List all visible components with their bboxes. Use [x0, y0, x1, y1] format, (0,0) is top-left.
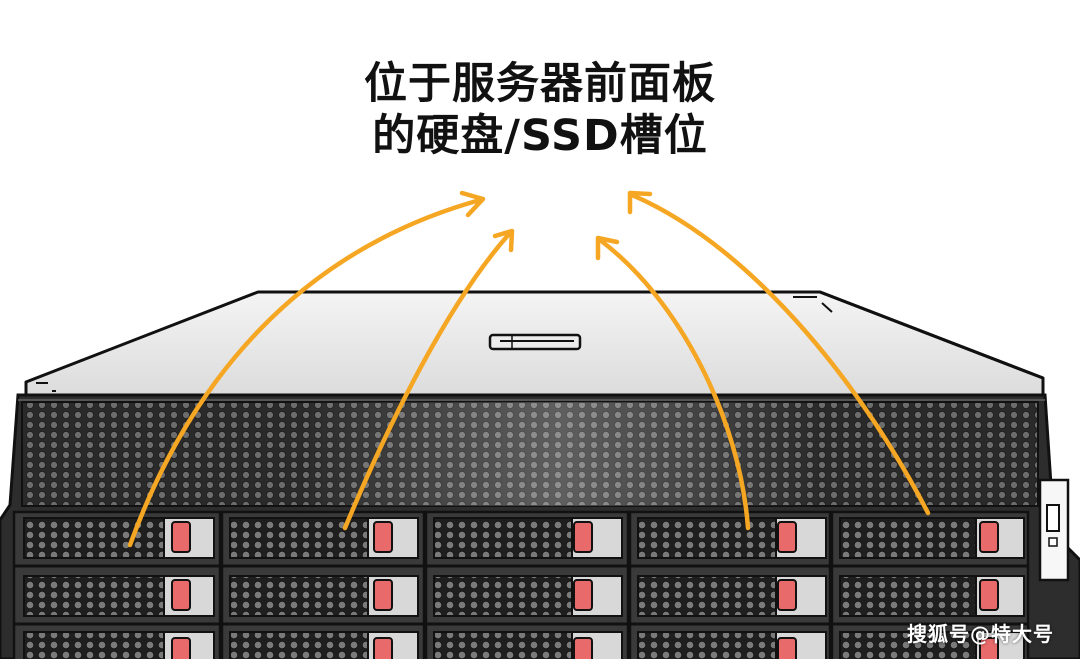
caption-line-2: 的硬盘/SSD槽位	[0, 110, 1080, 162]
caption-line-1: 位于服务器前面板	[0, 58, 1080, 110]
caption-title: 位于服务器前面板 的硬盘/SSD槽位	[0, 58, 1080, 162]
watermark: 搜狐号@特大号	[907, 618, 1054, 647]
drive-bay-column-4	[630, 512, 830, 659]
drive-bay-column-2	[222, 512, 424, 659]
drive-bay-column-3	[426, 512, 628, 659]
lid-handle	[490, 335, 580, 349]
drive-bay-column-1	[14, 512, 220, 659]
drive-bays	[14, 512, 1028, 659]
